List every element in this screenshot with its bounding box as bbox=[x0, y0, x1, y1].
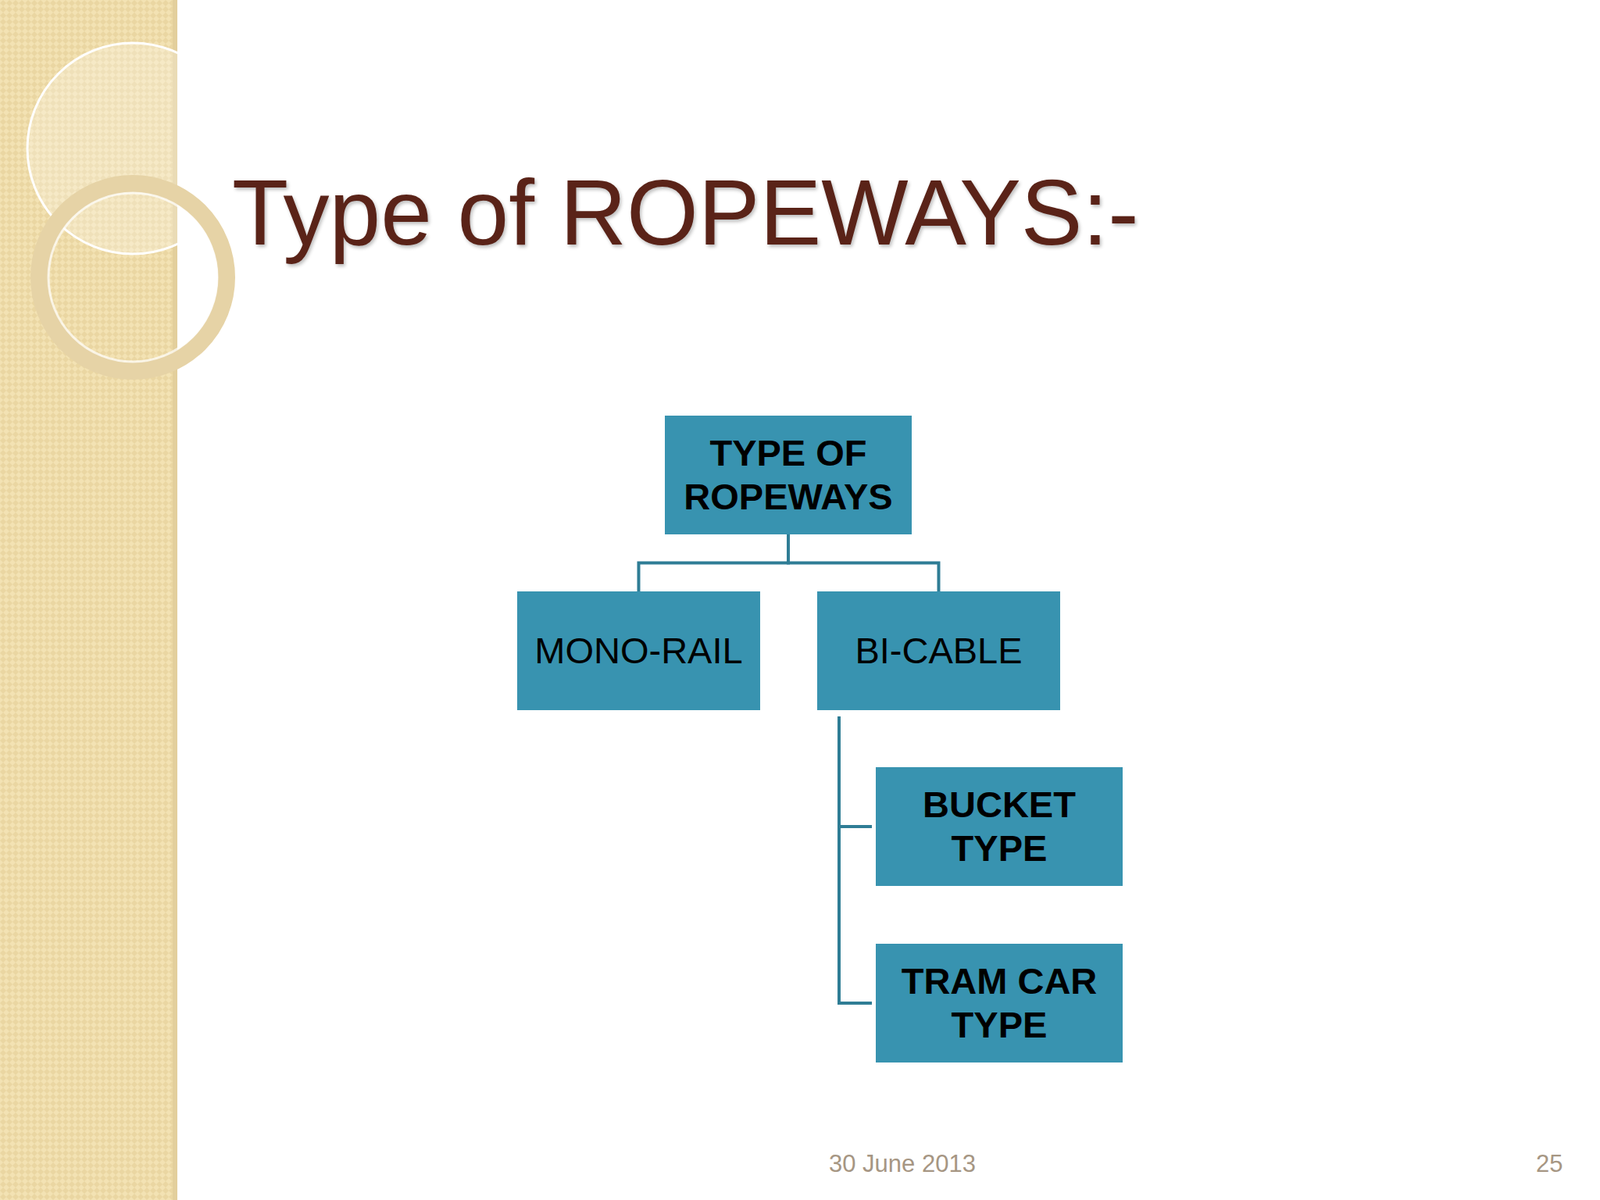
type-box: MONO-RAIL bbox=[517, 591, 761, 711]
box-label: BI-CABLE bbox=[854, 628, 1022, 673]
box-label: MONO-RAIL bbox=[534, 628, 743, 673]
type-box: BI-CABLE bbox=[817, 591, 1061, 711]
box-label: TRAM CAR TYPE bbox=[882, 959, 1117, 1048]
box-label: BUCKET TYPE bbox=[882, 782, 1117, 872]
box-label: TYPE OF ROPEWAYS bbox=[671, 431, 906, 520]
slide-title: Type of ROPEWAYS:- bbox=[232, 166, 1140, 259]
subtype-box: BUCKET TYPE bbox=[875, 767, 1123, 886]
tree-connector bbox=[788, 534, 940, 592]
deco-ring bbox=[39, 183, 227, 372]
footer-date: 30 June 2013 bbox=[828, 1151, 976, 1176]
root-box: TYPE OF ROPEWAYS bbox=[664, 415, 912, 535]
page-number: 25 bbox=[1535, 1151, 1563, 1176]
tree-connector bbox=[839, 716, 872, 1004]
tree-connector bbox=[839, 716, 872, 827]
tree-connector bbox=[639, 534, 790, 592]
deco-ring bbox=[48, 192, 218, 362]
subtype-box: TRAM CAR TYPE bbox=[875, 943, 1123, 1063]
